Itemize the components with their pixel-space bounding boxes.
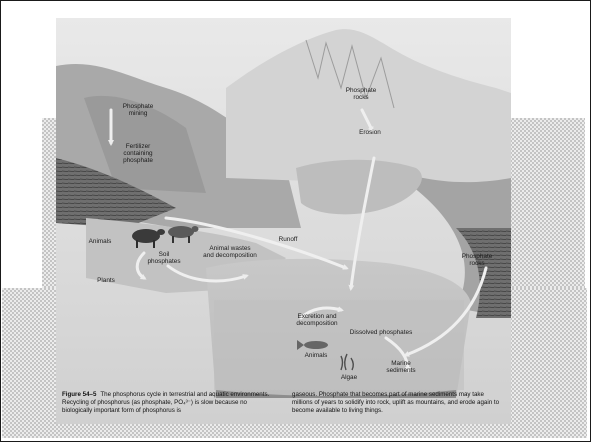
label-phosphate-rocks-right: Phosphate rocks bbox=[449, 253, 505, 267]
phosphorus-cycle-figure: Phosphate mining Fertilizer containing p… bbox=[56, 18, 511, 424]
label-animals-land: Animals bbox=[80, 238, 120, 245]
label-marine-sediments: Marine sediments bbox=[377, 360, 425, 374]
label-plants: Plants bbox=[86, 277, 126, 284]
label-excretion: Excretion and decomposition bbox=[285, 313, 349, 327]
label-dissolved-phosphates: Dissolved phosphates bbox=[334, 329, 428, 336]
label-phosphate-rocks-top: Phosphate rocks bbox=[335, 87, 387, 101]
figure-number: Figure 54–5 bbox=[62, 391, 96, 398]
label-algae: Algae bbox=[332, 374, 366, 381]
phosphorus-cycle-illustration bbox=[56, 18, 511, 424]
label-erosion: Erosion bbox=[348, 129, 392, 136]
figure-caption-right: gaseous. Phosphate that becomes part of … bbox=[292, 391, 506, 415]
caption-text-right: gaseous. Phosphate that becomes part of … bbox=[292, 391, 499, 414]
label-fertilizer: Fertilizer containing phosphate bbox=[108, 143, 168, 164]
label-phosphate-mining: Phosphate mining bbox=[108, 103, 168, 117]
label-animals-sea: Animals bbox=[296, 352, 336, 359]
label-animal-wastes: Animal wastes and decomposition bbox=[184, 245, 276, 259]
label-runoff: Runoff bbox=[271, 236, 305, 243]
label-soil-phosphates: Soil phosphates bbox=[139, 251, 189, 265]
